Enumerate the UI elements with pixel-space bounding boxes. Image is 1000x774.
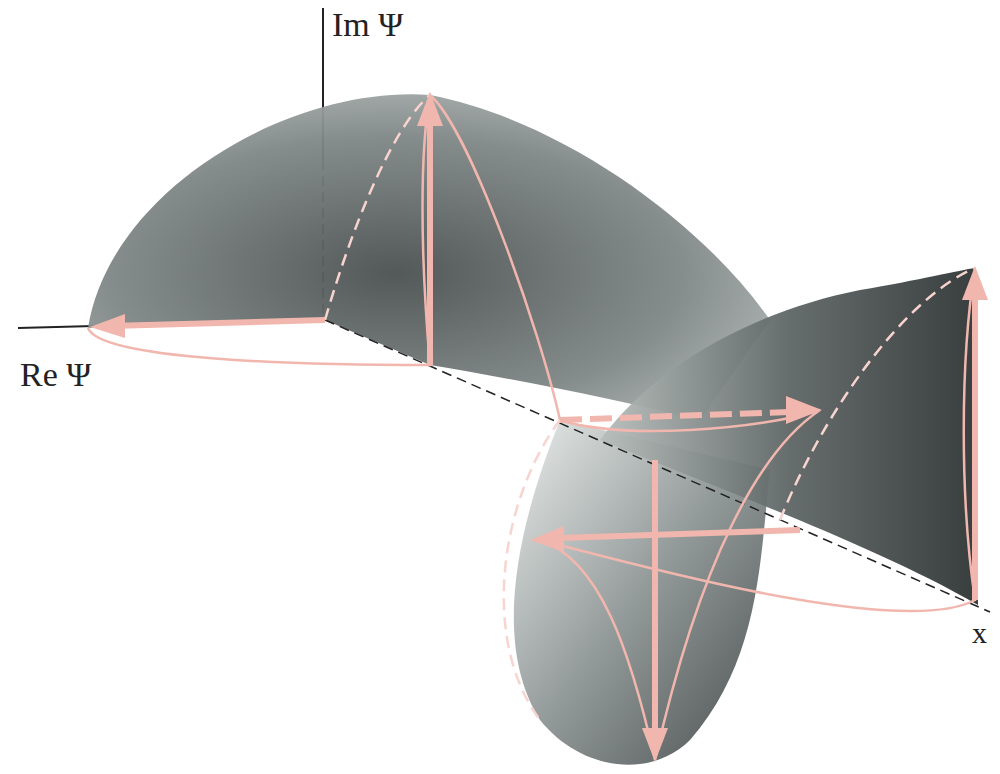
projection-curve [325,95,975,720]
wave-surface [88,94,770,420]
axis-label: Re Ψ [20,358,91,392]
helix-curve [88,95,975,760]
axis-label: x [972,618,987,648]
phasor-arrows [90,92,988,762]
axis-label: Im Ψ [332,8,403,42]
